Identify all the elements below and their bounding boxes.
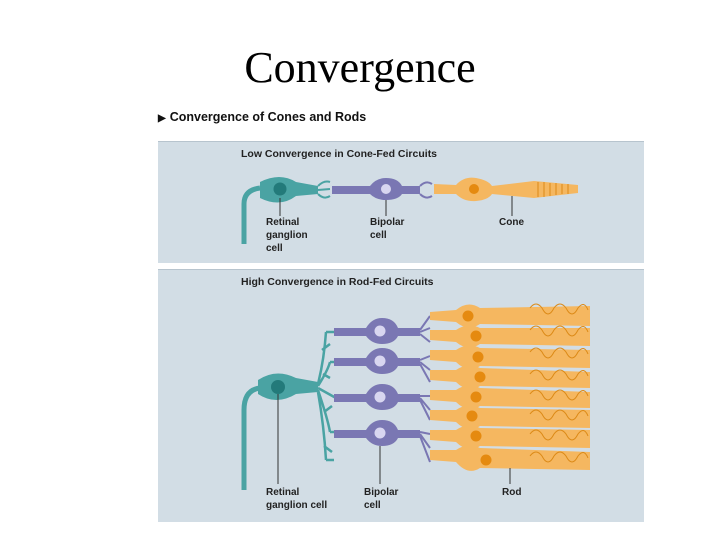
rod-cell <box>430 325 590 348</box>
bipolar-nucleus <box>374 427 386 439</box>
rod-nucleus <box>470 391 482 403</box>
figure-header-text: Convergence of Cones and Rods <box>169 110 367 124</box>
cone-cell <box>434 177 578 202</box>
rod-circuit-panel: High Convergence in Rod-Fed Circuits <box>158 269 644 522</box>
rod-cell <box>430 304 590 328</box>
ganglion-nucleus <box>273 182 287 196</box>
triangle-bullet-icon: ▶ <box>158 113 166 124</box>
rod-nucleus <box>480 454 492 466</box>
rod-cells <box>430 303 590 471</box>
bipolar-terminals <box>419 315 431 463</box>
rod-cell <box>430 425 590 450</box>
cone-circuit-panel: Low Convergence in Cone-Fed Circuits Ret… <box>158 141 644 263</box>
rod-cell <box>430 345 590 370</box>
bipolar-nucleus <box>374 391 386 403</box>
label-retinal-ganglion-cell: Retinal ganglion cell <box>266 487 328 511</box>
cone-outer-segment <box>537 182 569 197</box>
panel-title-cone: Low Convergence in Cone-Fed Circuits <box>241 148 438 160</box>
figure-header: ▶Convergence of Cones and Rods <box>158 110 366 124</box>
rod-cell <box>430 405 590 430</box>
panel-title-rod: High Convergence in Rod-Fed Circuits <box>241 276 434 288</box>
ganglion-axon <box>241 185 261 244</box>
bipolar-cells <box>334 315 431 463</box>
rod-nucleus <box>462 310 474 322</box>
cone-nucleus <box>469 184 479 194</box>
rod-outer-segments <box>529 303 589 463</box>
ganglion-nucleus <box>271 380 285 394</box>
ganglion-axon <box>241 385 261 490</box>
label-rod: Rod <box>502 487 522 498</box>
ganglion-cell-body <box>258 373 318 400</box>
rod-nucleus <box>472 351 484 363</box>
rod-nucleus <box>470 330 482 342</box>
ganglion-dendrites <box>316 330 337 462</box>
ganglion-dendrites <box>317 180 331 199</box>
bipolar-nucleus <box>374 325 386 337</box>
bipolar-cell <box>332 178 420 200</box>
rod-nucleus <box>474 371 486 383</box>
slide-title: Convergence <box>244 43 476 92</box>
label-bipolar-cell: Bipolar cell <box>370 217 405 241</box>
label-cone: Cone <box>499 217 524 228</box>
bipolar-terminals <box>419 181 433 199</box>
label-retinal-ganglion-cell: Retinal ganglion cell <box>266 217 308 254</box>
rod-nucleus <box>466 410 478 422</box>
rod-circuit-diagram <box>241 303 590 490</box>
rod-cell <box>430 445 590 471</box>
cone-circuit-diagram <box>241 177 578 244</box>
bipolar-nucleus <box>374 355 386 367</box>
label-bipolar-cell: Bipolar cell <box>364 487 399 511</box>
rod-cell <box>430 385 590 410</box>
rod-cell <box>430 365 590 390</box>
rod-nucleus <box>470 430 482 442</box>
ganglion-cell-body <box>260 177 318 203</box>
bipolar-nucleus <box>381 184 391 194</box>
